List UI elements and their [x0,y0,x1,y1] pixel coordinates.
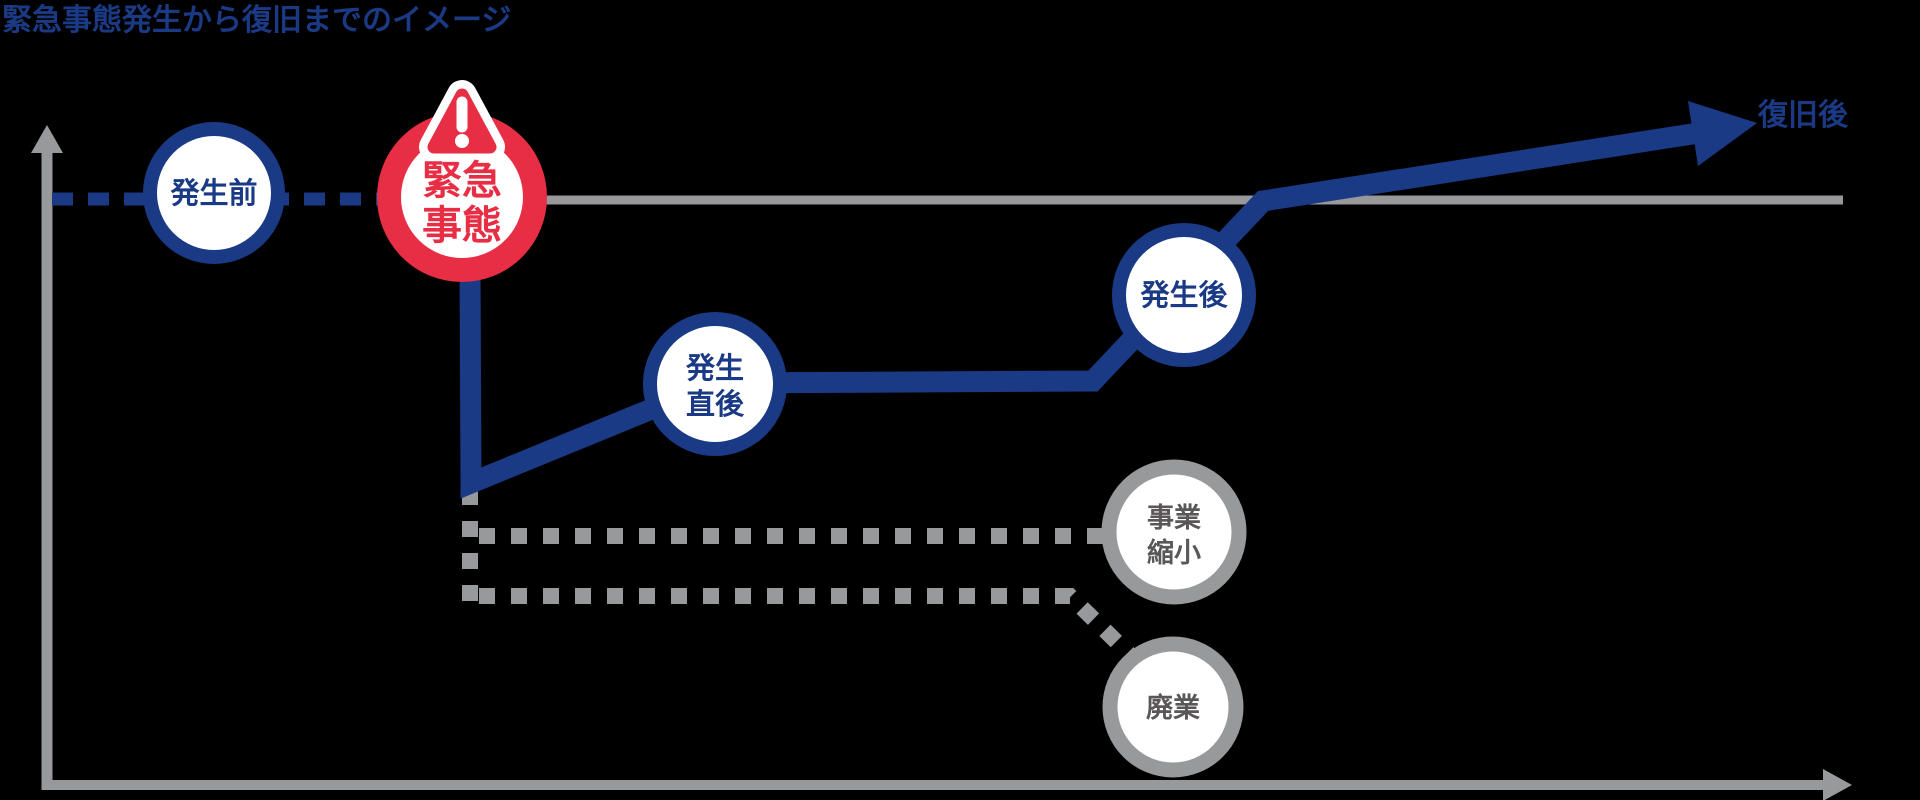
before-incident-label: 発生前 [169,176,257,210]
recovery-arrow-icon [1688,101,1757,166]
x-axis-arrow-icon [1823,769,1852,800]
just-after-circle [643,312,787,456]
exclamation-dot [455,134,469,148]
just-after-label-line1: 発生 [685,352,744,385]
node-after-incident: 発生後 [1112,223,1256,367]
after-incident-circle [1112,223,1256,367]
node-downsizing: 事業 縮小 [1101,459,1247,605]
downsizing-label-line2: 縮小 [1147,537,1201,568]
node-closure: 廃業 [1102,636,1244,778]
recovery-path [459,101,1757,499]
recovery-path-line [459,121,1707,499]
node-before-incident: 発生前 [143,122,285,264]
downsizing-label-line1: 事業 [1147,503,1201,533]
emergency-label-line1: 緊急 [422,159,502,203]
exclamation-icon [455,96,469,148]
closure-circle [1102,636,1244,778]
closure-label: 廃業 [1146,692,1200,723]
label-recovery: 復旧後 [1757,99,1849,132]
node-emergency: 緊急 事態 [377,80,547,282]
after-incident-label: 発生後 [1139,279,1228,312]
y-axis-arrow-icon [31,125,63,153]
closure-dotted-path [479,588,1136,661]
node-just-after: 発生 直後 [643,312,787,456]
page-title: 緊急事態発生から復旧までのイメージ [2,3,511,37]
before-incident-circle [143,122,285,264]
alternative-paths [462,489,1136,661]
axes [31,125,1852,800]
just-after-label-line2: 直後 [686,388,745,421]
emergency-label-line2: 事態 [422,204,502,248]
downsizing-circle [1101,459,1247,605]
warning-triangle-icon [419,80,505,162]
